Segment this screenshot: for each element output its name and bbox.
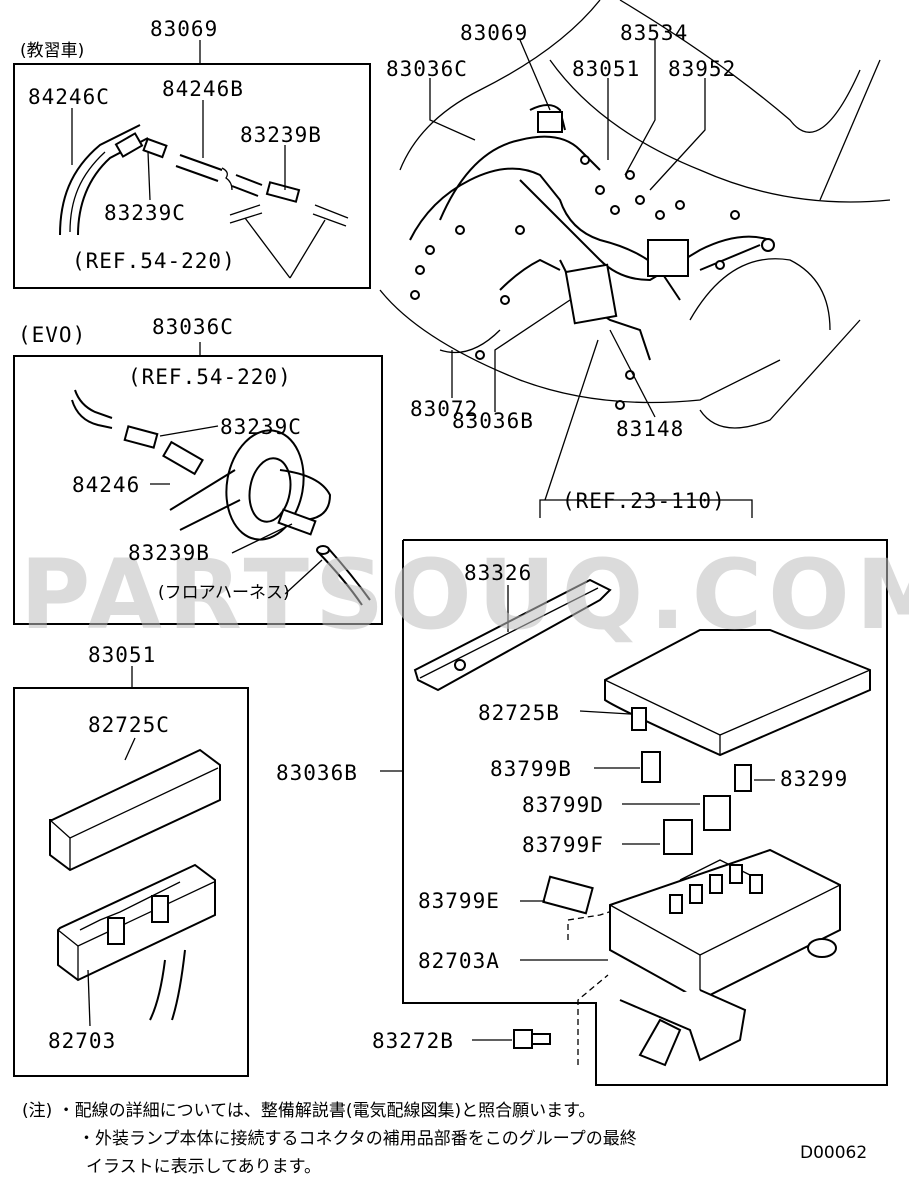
label-83799B: 83799B [490, 757, 572, 781]
label-kyoshu: (教習車) [20, 41, 84, 61]
label-ref54-220-b: (REF.54-220) [128, 365, 292, 389]
label-84246B: 84246B [162, 77, 244, 101]
box-kyoshu [13, 40, 371, 289]
label-83072: 83072 [410, 397, 478, 421]
label-ref23-110: (REF.23-110) [562, 489, 726, 513]
box-83051 [13, 666, 249, 1077]
label-83799D: 83799D [522, 793, 604, 817]
notes: (注) ・配線の詳細については、整備解説書(電気配線図集)と照合願います。 ・外… [22, 1101, 867, 1177]
label-82725C: 82725C [88, 713, 170, 737]
label-83069-top: 83069 [150, 17, 218, 41]
main-harness [379, 0, 891, 518]
label-83051-main: 83051 [572, 57, 640, 81]
label-82703: 82703 [48, 1029, 116, 1053]
watermark: PARTSOUQ.COM [20, 539, 909, 651]
note-line-1: (注) ・配線の詳細については、整備解説書(電気配線図集)と照合願います。 [22, 1101, 595, 1121]
label-84246C: 84246C [28, 85, 110, 109]
label-82703A: 82703A [418, 949, 500, 973]
drawing-code: D00062 [800, 1143, 867, 1163]
label-82725B: 82725B [478, 701, 560, 725]
label-83534: 83534 [620, 21, 688, 45]
note-line-2: ・外装ランプ本体に接続するコネクタの補用品部番をこのグループの最終 [78, 1129, 637, 1149]
label-83239B-top: 83239B [240, 123, 322, 147]
label-ref54-220-a: (REF.54-220) [72, 249, 236, 273]
label-83148: 83148 [616, 417, 684, 441]
label-83326: 83326 [464, 561, 532, 585]
label-83799E: 83799E [418, 889, 500, 913]
label-83952: 83952 [668, 57, 736, 81]
labels: 83069 (教習車) 84246C 84246B 83239B 83239C … [18, 17, 848, 1053]
label-83036B-box: 83036B [276, 761, 358, 785]
box-evo [13, 342, 383, 625]
label-evo: (EVO) [18, 323, 86, 347]
label-83272B: 83272B [372, 1029, 454, 1053]
label-83239C-top: 83239C [104, 201, 186, 225]
label-84246: 84246 [72, 473, 140, 497]
label-83239B-evo: 83239B [128, 541, 210, 565]
label-83299: 83299 [780, 767, 848, 791]
label-83036C-main: 83036C [386, 57, 468, 81]
note-line-3: イラストに表示してあります。 [86, 1157, 321, 1177]
label-83799F: 83799F [522, 833, 604, 857]
label-floor-harness: (フロアハーネス) [158, 583, 290, 603]
label-83069-main: 83069 [460, 21, 528, 45]
label-83051-left: 83051 [88, 643, 156, 667]
label-83036B-main: 83036B [452, 409, 534, 433]
label-83239C-evo: 83239C [220, 415, 302, 439]
label-83036C-evo: 83036C [152, 315, 234, 339]
box-83036B [380, 539, 888, 1086]
